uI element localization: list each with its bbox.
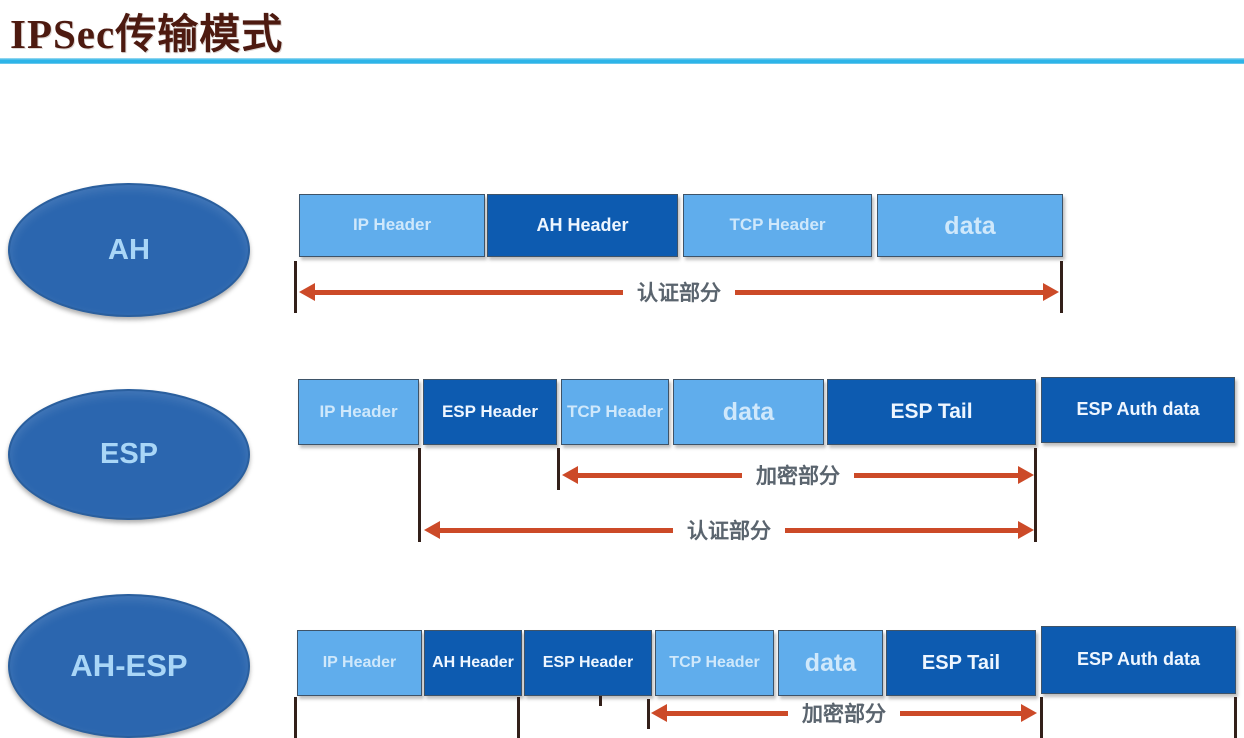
packet-box-tcp-header: TCP Header: [683, 194, 872, 257]
measure-label: 认证部分: [637, 282, 721, 305]
packet-box-data: data: [877, 194, 1063, 257]
arrow-shaft: [735, 289, 1043, 295]
packet-box-label: ESP Header: [441, 401, 539, 421]
packet-box-label: ESP Auth data: [1076, 649, 1201, 670]
packet-box-label: data: [804, 649, 857, 677]
ah-mode-label: AH: [108, 233, 150, 266]
measure-label: 加密部分: [756, 465, 840, 488]
packet-box-label: ESP Tail: [890, 400, 973, 424]
measure-tick: [294, 697, 297, 738]
packet-box-tcp-header: TCP Header: [561, 379, 669, 445]
packet-box-label: TCP Header: [729, 215, 826, 235]
page-title: IPSec传输模式: [10, 11, 284, 57]
ah-mode-ellipse: AH: [8, 183, 250, 317]
measure-arrow-authentication: 认证部分: [424, 518, 1034, 543]
measure-tick: [1040, 697, 1043, 738]
esp-mode-ellipse: ESP: [8, 389, 250, 520]
measure-tick: [557, 448, 560, 490]
measure-tick: [647, 699, 650, 729]
packet-box-ah-header: AH Header: [424, 630, 522, 696]
packet-box-label: data: [944, 211, 996, 240]
measure-label: 认证部分: [687, 520, 771, 543]
esp-mode-label: ESP: [99, 438, 159, 470]
measure-tick: [517, 697, 520, 738]
packet-box-label: ESP Auth data: [1076, 399, 1200, 420]
arrow-shaft: [785, 527, 1018, 533]
arrow-left-head-icon: [299, 283, 315, 301]
arrow-shaft: [854, 472, 1018, 478]
measure-arrow-encryption: 加密部分: [562, 463, 1034, 488]
arrow-shaft: [578, 472, 742, 478]
packet-box-tcp-header: TCP Header: [655, 630, 774, 696]
measure-tick: [1034, 448, 1037, 542]
packet-box-ip-header: IP Header: [298, 379, 419, 445]
measure-tick: [294, 261, 297, 313]
packet-box-esp-header: ESP Header: [524, 630, 652, 696]
packet-box-ip-header: IP Header: [297, 630, 422, 696]
packet-box-esp-tail: ESP Tail: [827, 379, 1036, 445]
arrow-shaft: [440, 527, 673, 533]
arrow-left-head-icon: [424, 521, 440, 539]
title-divider-line: [0, 58, 1244, 64]
packet-box-label: AH Header: [432, 654, 514, 672]
packet-box-label: ESP Header: [542, 654, 634, 672]
arrow-right-head-icon: [1018, 521, 1034, 539]
packet-box-esp-header: ESP Header: [423, 379, 557, 445]
measure-arrow-encryption: 加密部分: [651, 701, 1037, 726]
measure-tick: [1234, 697, 1237, 738]
ah-esp-mode-ellipse: AH-ESP: [8, 594, 250, 738]
measure-tick: [418, 448, 421, 542]
packet-box-esp-tail: ESP Tail: [886, 630, 1036, 696]
measure-tick: [599, 696, 602, 706]
packet-box-data: data: [673, 379, 824, 445]
packet-box-label: TCP Header: [669, 654, 760, 672]
packet-box-esp-auth-data: ESP Auth data: [1041, 626, 1236, 694]
packet-box-label: ESP Tail: [921, 652, 1001, 674]
packet-box-ip-header: IP Header: [299, 194, 485, 257]
measure-arrow-authentication: 认证部分: [299, 280, 1059, 305]
measure-tick: [1060, 261, 1063, 313]
arrow-left-head-icon: [562, 466, 578, 484]
packet-box-label: IP Header: [322, 654, 397, 672]
arrow-right-head-icon: [1021, 704, 1037, 722]
arrow-right-head-icon: [1043, 283, 1059, 301]
packet-box-label: IP Header: [319, 401, 398, 421]
arrow-shaft: [900, 710, 1021, 716]
arrow-left-head-icon: [651, 704, 667, 722]
packet-box-esp-auth-data: ESP Auth data: [1041, 377, 1235, 443]
packet-box-label: IP Header: [352, 215, 432, 235]
arrow-right-head-icon: [1018, 466, 1034, 484]
measure-label: 加密部分: [802, 703, 886, 726]
packet-box-data: data: [778, 630, 883, 696]
packet-box-label: TCP Header: [566, 401, 664, 421]
packet-box-ah-header: AH Header: [487, 194, 678, 257]
arrow-shaft: [667, 710, 788, 716]
packet-box-label: AH Header: [536, 214, 629, 235]
arrow-shaft: [315, 289, 623, 295]
ah-esp-mode-label: AH-ESP: [70, 648, 188, 683]
packet-box-label: data: [722, 398, 775, 426]
